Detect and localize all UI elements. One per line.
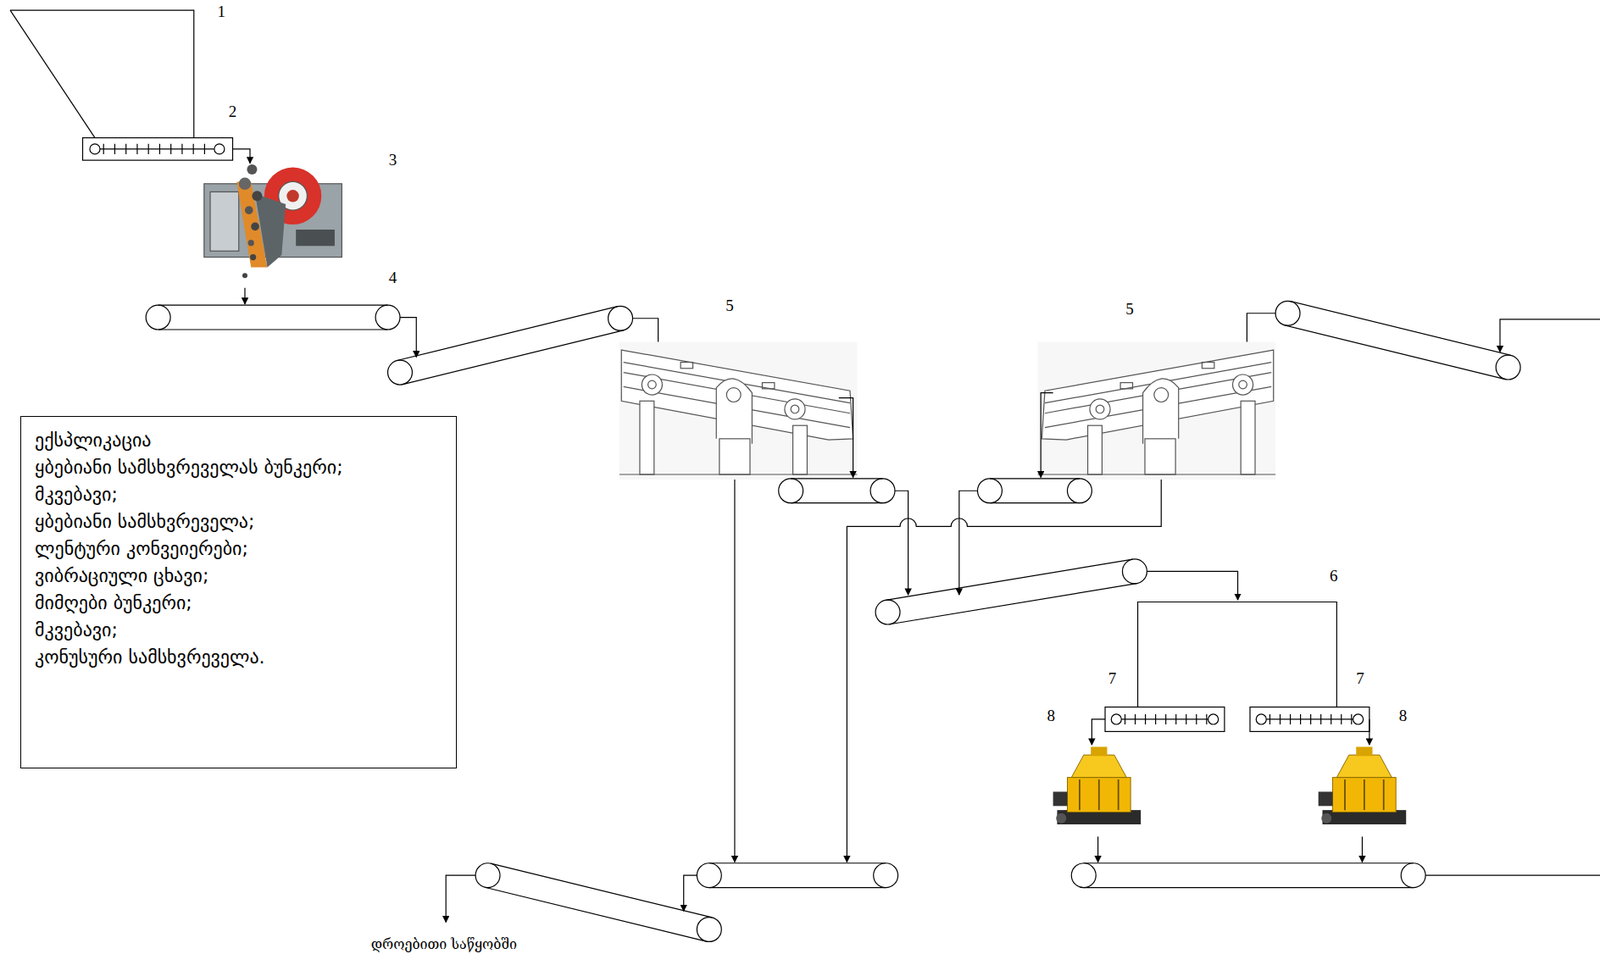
jaw-crusher <box>204 164 343 278</box>
callout-number: 5 <box>1123 300 1136 319</box>
destination-label: დროებითი საწყობში <box>369 935 519 952</box>
belt-conveyor <box>145 305 400 330</box>
vibrating-screen <box>1038 341 1277 480</box>
explication-item: ვიბრაციული ცხავი; <box>34 562 443 590</box>
feeder <box>1105 707 1225 733</box>
explication-item: მკვებავი; <box>34 616 443 645</box>
hopper-outline <box>10 10 195 139</box>
explication-box: ექსპლიკაციაყბებიანი სამსხვრეველას ბუნკერ… <box>20 416 457 768</box>
callout-number: 7 <box>1106 669 1119 689</box>
belt-conveyor <box>977 478 1093 504</box>
belt-conveyor <box>475 863 722 943</box>
belt-conveyor <box>696 863 898 889</box>
feeder <box>83 138 234 161</box>
callout-number: 3 <box>387 150 400 170</box>
belt-conveyor <box>388 305 634 385</box>
callout-number: 1 <box>216 2 228 22</box>
callout-number: 8 <box>1397 706 1410 726</box>
explication-item: მიმღები ბუნკერი; <box>34 589 443 617</box>
explication-item: მკვებავი; <box>34 481 443 509</box>
callout-number: 8 <box>1044 706 1057 726</box>
callout-number: 6 <box>1327 566 1340 586</box>
explication-item: ყბებიანი სამსხვრეველა; <box>34 508 443 536</box>
cone-crusher <box>1053 746 1142 825</box>
feeder <box>1250 707 1370 733</box>
explication-item: კონუსური სამსხვრეველა. <box>34 644 443 672</box>
hopper-outline <box>10 10 95 139</box>
callout-number: 5 <box>723 296 736 316</box>
belt-conveyor <box>1275 300 1521 380</box>
belt-conveyor <box>875 559 1147 625</box>
explication-item: ლენტური კონვეიერები; <box>34 535 443 563</box>
belt-conveyor <box>1071 863 1426 889</box>
vibrating-screen <box>619 341 858 480</box>
callout-number: 2 <box>227 102 239 122</box>
explication-item: ყბებიანი სამსხვრეველას ბუნკერი; <box>34 454 443 482</box>
belt-conveyor <box>778 478 895 504</box>
callout-number: 4 <box>387 268 400 288</box>
cone-crusher <box>1318 746 1407 825</box>
explication-heading: ექსპლიკაცია <box>34 427 443 455</box>
receiving-bin <box>1138 602 1338 708</box>
callout-number: 7 <box>1354 669 1367 689</box>
